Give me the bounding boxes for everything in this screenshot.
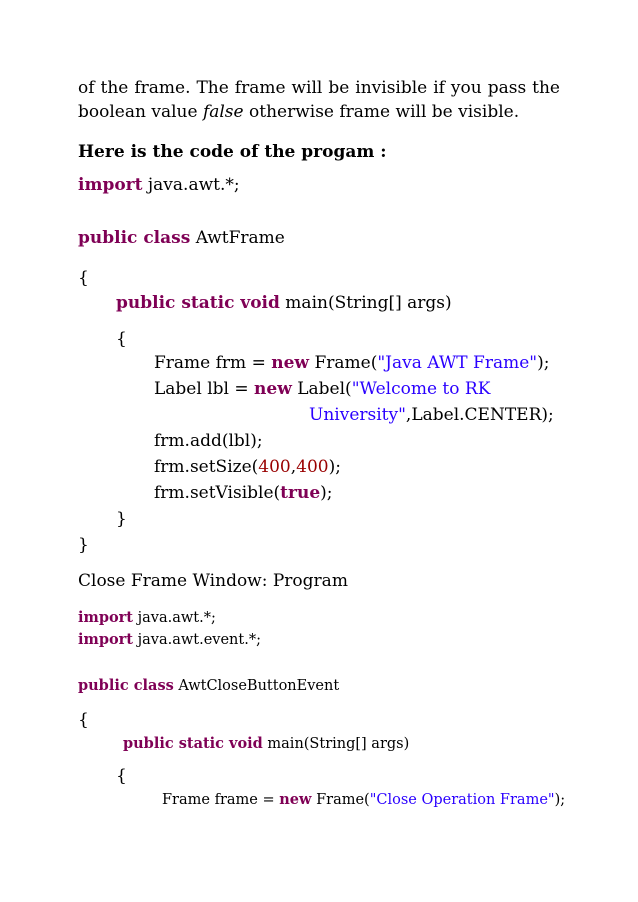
keyword: public class (78, 677, 174, 694)
code1-label-line-cont: University",Label.CENTER); (309, 407, 554, 424)
code1-main-decl: public static void main(String[] args) (116, 295, 452, 312)
code-text: , (290, 457, 297, 477)
code-text: ,Label.CENTER); (405, 405, 554, 425)
keyword: public class (78, 228, 191, 248)
code1-brace-open-2: { (116, 329, 127, 349)
code-text: ); (320, 483, 333, 503)
code-text: java.awt.*; (133, 610, 216, 626)
code1-brace-open-1: { (78, 268, 89, 288)
string-literal: "Java AWT Frame" (377, 353, 538, 373)
code-text: Frame( (309, 353, 378, 373)
class-name: AwtCloseButtonEvent (173, 678, 340, 694)
class-name: AwtFrame (190, 228, 285, 248)
code-text: Frame frm = (154, 353, 272, 373)
code-text: ); (554, 792, 566, 808)
keyword: new (271, 353, 310, 373)
intro-text-end: otherwise frame will be visible. (243, 102, 520, 122)
code-text: java.awt.event.*; (133, 632, 261, 648)
code1-size-line: frm.setSize(400,400); (154, 459, 341, 476)
false-keyword: false (202, 102, 244, 122)
heading-close-frame: Close Frame Window: Program (78, 571, 348, 591)
keyword: public static void (116, 293, 280, 313)
code1-import: import java.awt.*; (78, 177, 240, 194)
code-text: java.awt.*; (142, 175, 240, 195)
code1-visible-line: frm.setVisible(true); (154, 485, 333, 502)
code-text: Label lbl = (154, 379, 255, 399)
number-literal: 400 (296, 457, 329, 477)
code2-import-1: import java.awt.*; (78, 609, 216, 626)
code1-brace-close-1: } (78, 535, 89, 555)
code-text: Frame( (311, 792, 370, 808)
keyword: new (279, 791, 312, 808)
code-text: frm.setVisible( (154, 483, 281, 503)
number-literal: 400 (258, 457, 291, 477)
intro-text: boolean value (78, 102, 203, 122)
code1-brace-close-2: } (116, 509, 127, 529)
code-text: ); (537, 353, 550, 373)
heading-code-program: Here is the code of the progam : (78, 142, 387, 162)
code-text: main(String[] args) (279, 293, 452, 313)
code-text: ); (328, 457, 341, 477)
code2-brace-open-1: { (78, 710, 89, 730)
code1-label-line: Label lbl = new Label("Welcome to RK (154, 381, 490, 398)
code1-frame-line: Frame frm = new Frame("Java AWT Frame"); (154, 355, 549, 372)
string-literal: "Welcome to RK (351, 379, 491, 399)
code2-brace-open-2: { (116, 766, 127, 786)
code2-import-2: import java.awt.event.*; (78, 631, 261, 648)
keyword: import (78, 175, 143, 195)
intro-line-1: of the frame. The frame will be invisibl… (78, 78, 560, 98)
code-text: frm.setSize( (154, 457, 259, 477)
code-text: Frame frame = (162, 792, 280, 808)
code-text: Label( (291, 379, 352, 399)
keyword: public static void (123, 735, 263, 752)
intro-line-2: boolean value false otherwise frame will… (78, 104, 519, 121)
keyword: new (254, 379, 292, 399)
keyword: import (78, 631, 133, 648)
code2-frame-line: Frame frame = new Frame("Close Operation… (162, 791, 566, 808)
string-literal: University" (309, 405, 406, 425)
code2-main-decl: public static void main(String[] args) (123, 735, 410, 752)
string-literal: "Close Operation Frame" (369, 792, 555, 808)
code1-class-decl: public class AwtFrame (78, 230, 285, 247)
keyword: true (280, 483, 321, 503)
keyword: import (78, 609, 133, 626)
code-text: main(String[] args) (262, 736, 410, 752)
code1-add-line: frm.add(lbl); (154, 431, 263, 451)
code2-class-decl: public class AwtCloseButtonEvent (78, 677, 340, 694)
